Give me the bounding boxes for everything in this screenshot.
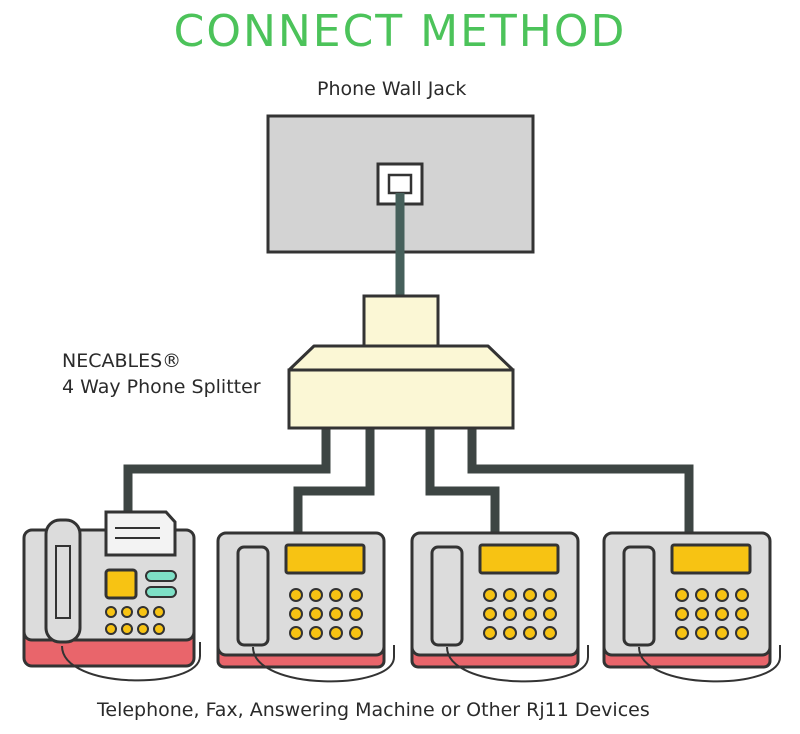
diagram-title: CONNECT METHOD [173,6,627,57]
brand-label: NECABLES® [62,350,182,372]
devices-label: Telephone, Fax, Answering Machine or Oth… [97,699,650,721]
wall-jack-label: Phone Wall Jack [317,78,467,100]
cable-to-fax [123,428,331,514]
fax-machine-icon [22,510,201,682]
cable-to-phone-1 [293,428,375,533]
desk-phone-icon-1 [216,531,395,683]
cable-to-phone-3 [467,428,694,533]
cable-to-phone-2 [425,428,500,533]
splitter-cables [123,428,694,533]
splitter-icon [287,294,515,430]
desk-phone-icon-2 [410,531,589,683]
splitter-label: 4 Way Phone Splitter [62,376,261,398]
desk-phone-icon-3 [602,531,781,683]
wall-plate-icon [266,114,535,296]
